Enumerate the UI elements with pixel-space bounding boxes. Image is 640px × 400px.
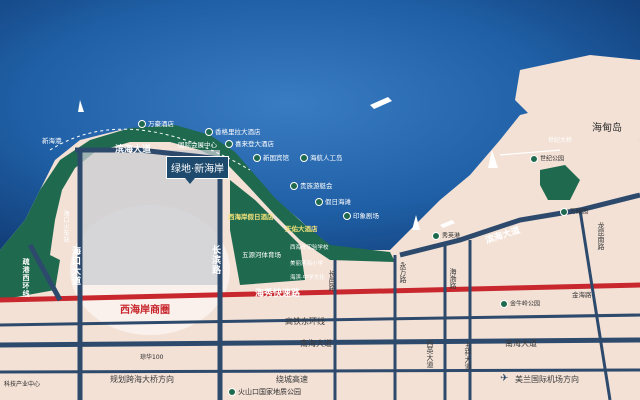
nanhai-right-label: 南海大道 bbox=[505, 339, 537, 348]
project-name: 绿地·新海岸 bbox=[171, 164, 225, 175]
landmark-pin-icon bbox=[225, 140, 233, 148]
xihai-resort[interactable]: 西海岸假日酒店 bbox=[228, 213, 274, 221]
landmark-pin-icon bbox=[300, 154, 308, 162]
wanhao-hotel[interactable]: 万豪酒店 bbox=[138, 120, 174, 128]
landmark-pin-icon bbox=[290, 182, 298, 190]
jinhai-label: 金海路 bbox=[572, 291, 592, 299]
haihang-island[interactable]: 海航人工岛 bbox=[300, 154, 343, 162]
yacht-club[interactable]: 贵族游艇会 bbox=[290, 182, 333, 190]
landmark-pin-icon bbox=[500, 300, 508, 308]
xiuying-port[interactable]: 秀英港 bbox=[432, 232, 460, 240]
landmark-pin-icon bbox=[432, 232, 440, 240]
century-park[interactable]: 世纪公园 bbox=[530, 155, 564, 163]
meili-school[interactable]: 美丽滨海小学 bbox=[290, 261, 324, 267]
qionghua-100[interactable]: 琼华100 bbox=[140, 354, 164, 361]
changbin-label: 长滨路 bbox=[210, 245, 220, 275]
huanhai-road bbox=[27, 243, 63, 302]
landmark-pin-icon bbox=[228, 388, 236, 396]
longkun-label: 龙昆南路 bbox=[597, 222, 605, 250]
binhai-road-label: 滨海大道 bbox=[115, 145, 152, 155]
landmark-pin-icon bbox=[138, 120, 146, 128]
landmark-pin-icon bbox=[315, 198, 323, 206]
tianyou-hotel[interactable]: 天佑大酒店 bbox=[285, 225, 318, 233]
wuxiang-label: 五祥大道 bbox=[464, 342, 472, 370]
haidian-island-label: 海甸岛 bbox=[592, 123, 622, 134]
bridge-direction-label: 规划跨海大桥方向 bbox=[110, 375, 174, 384]
bridge-label: 世纪大桥 bbox=[548, 137, 573, 144]
yongwan-label: 永万路 bbox=[399, 262, 407, 283]
nanhai-label: 南海大道 bbox=[300, 339, 332, 348]
haibin-culture[interactable]: 海滨·中学文化 bbox=[290, 275, 325, 281]
xihai-mall-zone[interactable]: 西海岸商圈 bbox=[120, 305, 170, 316]
landmark-pin-icon bbox=[560, 208, 568, 216]
boat-icon bbox=[440, 220, 455, 228]
landmark-pin-icon bbox=[530, 155, 538, 163]
xihai-school[interactable]: 西海岸实验学校 bbox=[290, 245, 329, 251]
project-badge[interactable]: 绿地·新海岸 bbox=[166, 156, 230, 184]
haixiu-label: 海秀快速路 bbox=[255, 289, 301, 299]
landmark-pin-icon bbox=[343, 212, 351, 220]
raocheng-label: 绕城高速 bbox=[276, 375, 308, 384]
nanhai-road bbox=[0, 337, 640, 348]
sailboat-icon bbox=[78, 100, 84, 112]
haikou-station[interactable]: 海口火车站 bbox=[61, 210, 70, 243]
gaotie-label: 高铁东环线 bbox=[285, 317, 325, 326]
airplane-icon: ✈ bbox=[500, 373, 509, 384]
changyi-label: 长邑路 bbox=[328, 270, 336, 291]
landmark-pin-icon bbox=[205, 128, 213, 136]
jinniuling-park[interactable]: 金牛岭公园 bbox=[500, 300, 540, 308]
holiday-beach[interactable]: 假日海滩 bbox=[315, 198, 351, 206]
park-green bbox=[230, 180, 305, 285]
sailboat-icon bbox=[412, 215, 420, 230]
wanlv-park[interactable]: 万绿园 bbox=[560, 208, 588, 216]
new-guest-house[interactable]: 新国宾馆 bbox=[253, 154, 289, 162]
gaotie-road bbox=[0, 313, 640, 327]
impression-theater[interactable]: 印象剧场 bbox=[343, 212, 379, 220]
boat-icon bbox=[370, 97, 392, 109]
sailboat-icon bbox=[488, 150, 498, 168]
haixiu-expressway bbox=[0, 282, 640, 303]
raocheng-road bbox=[0, 368, 640, 374]
haikou-avenue-label: 海口大道 bbox=[70, 246, 80, 286]
volcano-park[interactable]: 火山口国家地质公园 bbox=[228, 388, 301, 396]
haibo-label: 海渤路 bbox=[449, 268, 457, 289]
century-bridge bbox=[499, 149, 561, 156]
landmark-pin-icon bbox=[253, 154, 261, 162]
sheraton-hotel[interactable]: 喜来登大酒店 bbox=[225, 140, 274, 148]
tech-center[interactable]: 科技产业中心 bbox=[4, 381, 41, 388]
binhai-road-east bbox=[399, 192, 640, 258]
xinhai-port[interactable]: 新海港 bbox=[42, 137, 62, 145]
wuyuan-stadium[interactable]: 五源河体育场 bbox=[242, 251, 281, 259]
longkun-road bbox=[578, 209, 612, 400]
west-green bbox=[0, 250, 60, 300]
conference-center[interactable]: 国际会展中心 bbox=[178, 141, 217, 149]
airport-direction-label: 美兰国际机场方向 bbox=[515, 375, 579, 384]
huanhai-label: 疏港西环线 bbox=[22, 258, 30, 298]
century-park-green bbox=[540, 165, 580, 200]
xiying-label: 西英大道 bbox=[426, 340, 434, 368]
shangri-la-hotel[interactable]: 香格里拉大酒店 bbox=[205, 128, 261, 136]
haidian-island bbox=[515, 55, 640, 140]
